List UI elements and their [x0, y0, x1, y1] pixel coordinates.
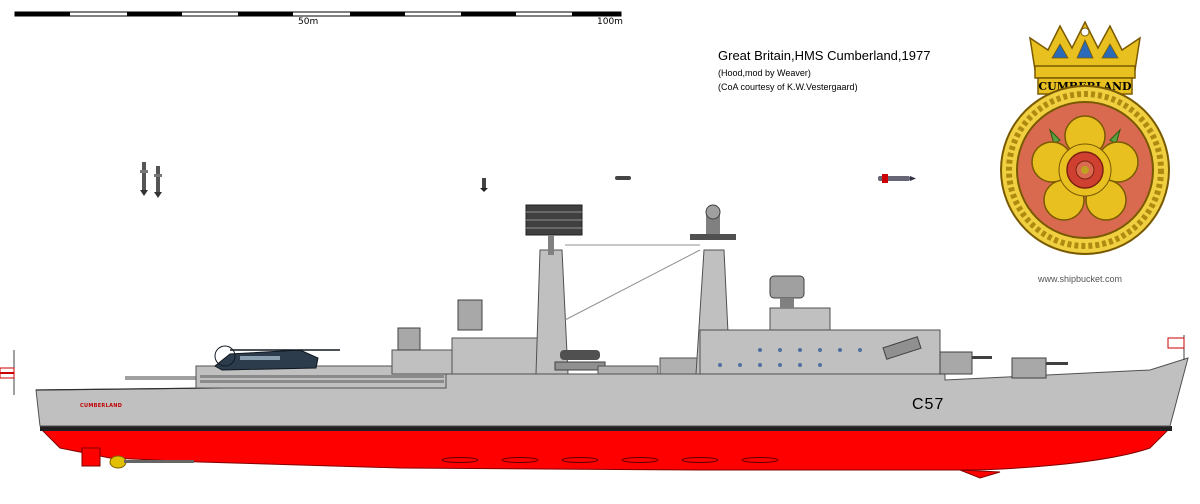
pennant-number: C57	[912, 396, 945, 413]
propeller-icon	[81, 447, 194, 469]
ensign-icon	[0, 335, 1185, 395]
sea-dart-missile-icon	[140, 162, 162, 198]
lynx-helicopter-icon	[214, 345, 340, 371]
scale-bar-segment	[15, 12, 70, 16]
exocet-launcher-icon	[882, 336, 922, 360]
ship-profile	[0, 204, 1189, 479]
tudor-rose-icon	[1031, 115, 1139, 221]
drawing-title: Great Britain,HMS Cumberland,1977	[718, 48, 931, 63]
scale-bar-segment	[350, 12, 405, 16]
scale-bar-segment	[238, 12, 293, 16]
exocet-missile-icon	[878, 174, 916, 183]
scale-label-mid: 50m	[298, 17, 319, 27]
flight-deck-rail	[125, 376, 200, 380]
boot-topping	[40, 426, 1172, 431]
weapons-display	[140, 162, 916, 198]
hull-antifouling	[40, 429, 1170, 471]
coa-credit: (CoA courtesy of K.W.Vestergaard)	[718, 82, 858, 92]
watermark: www.shipbucket.com	[1038, 274, 1123, 284]
scale-bar-segment	[572, 12, 621, 16]
drawing-credit: (Hood,mod by Weaver)	[718, 68, 811, 78]
aft-mast	[525, 204, 583, 375]
hull-name-label: CUMBERLAND	[80, 403, 123, 409]
sea-cat-missile-icon	[480, 178, 488, 192]
torpedo-icon	[615, 176, 631, 180]
scale-bar	[14, 11, 622, 17]
naval-crown-icon	[1028, 20, 1142, 79]
fire-control-director-icon	[769, 275, 805, 308]
scale-bar-segment	[461, 12, 516, 16]
ship-crest: CUMBERLAND	[1000, 20, 1170, 255]
scale-bar-segment	[127, 12, 182, 16]
scale-label-end: 100m	[597, 17, 623, 27]
gun-turret-icon	[939, 351, 1068, 379]
